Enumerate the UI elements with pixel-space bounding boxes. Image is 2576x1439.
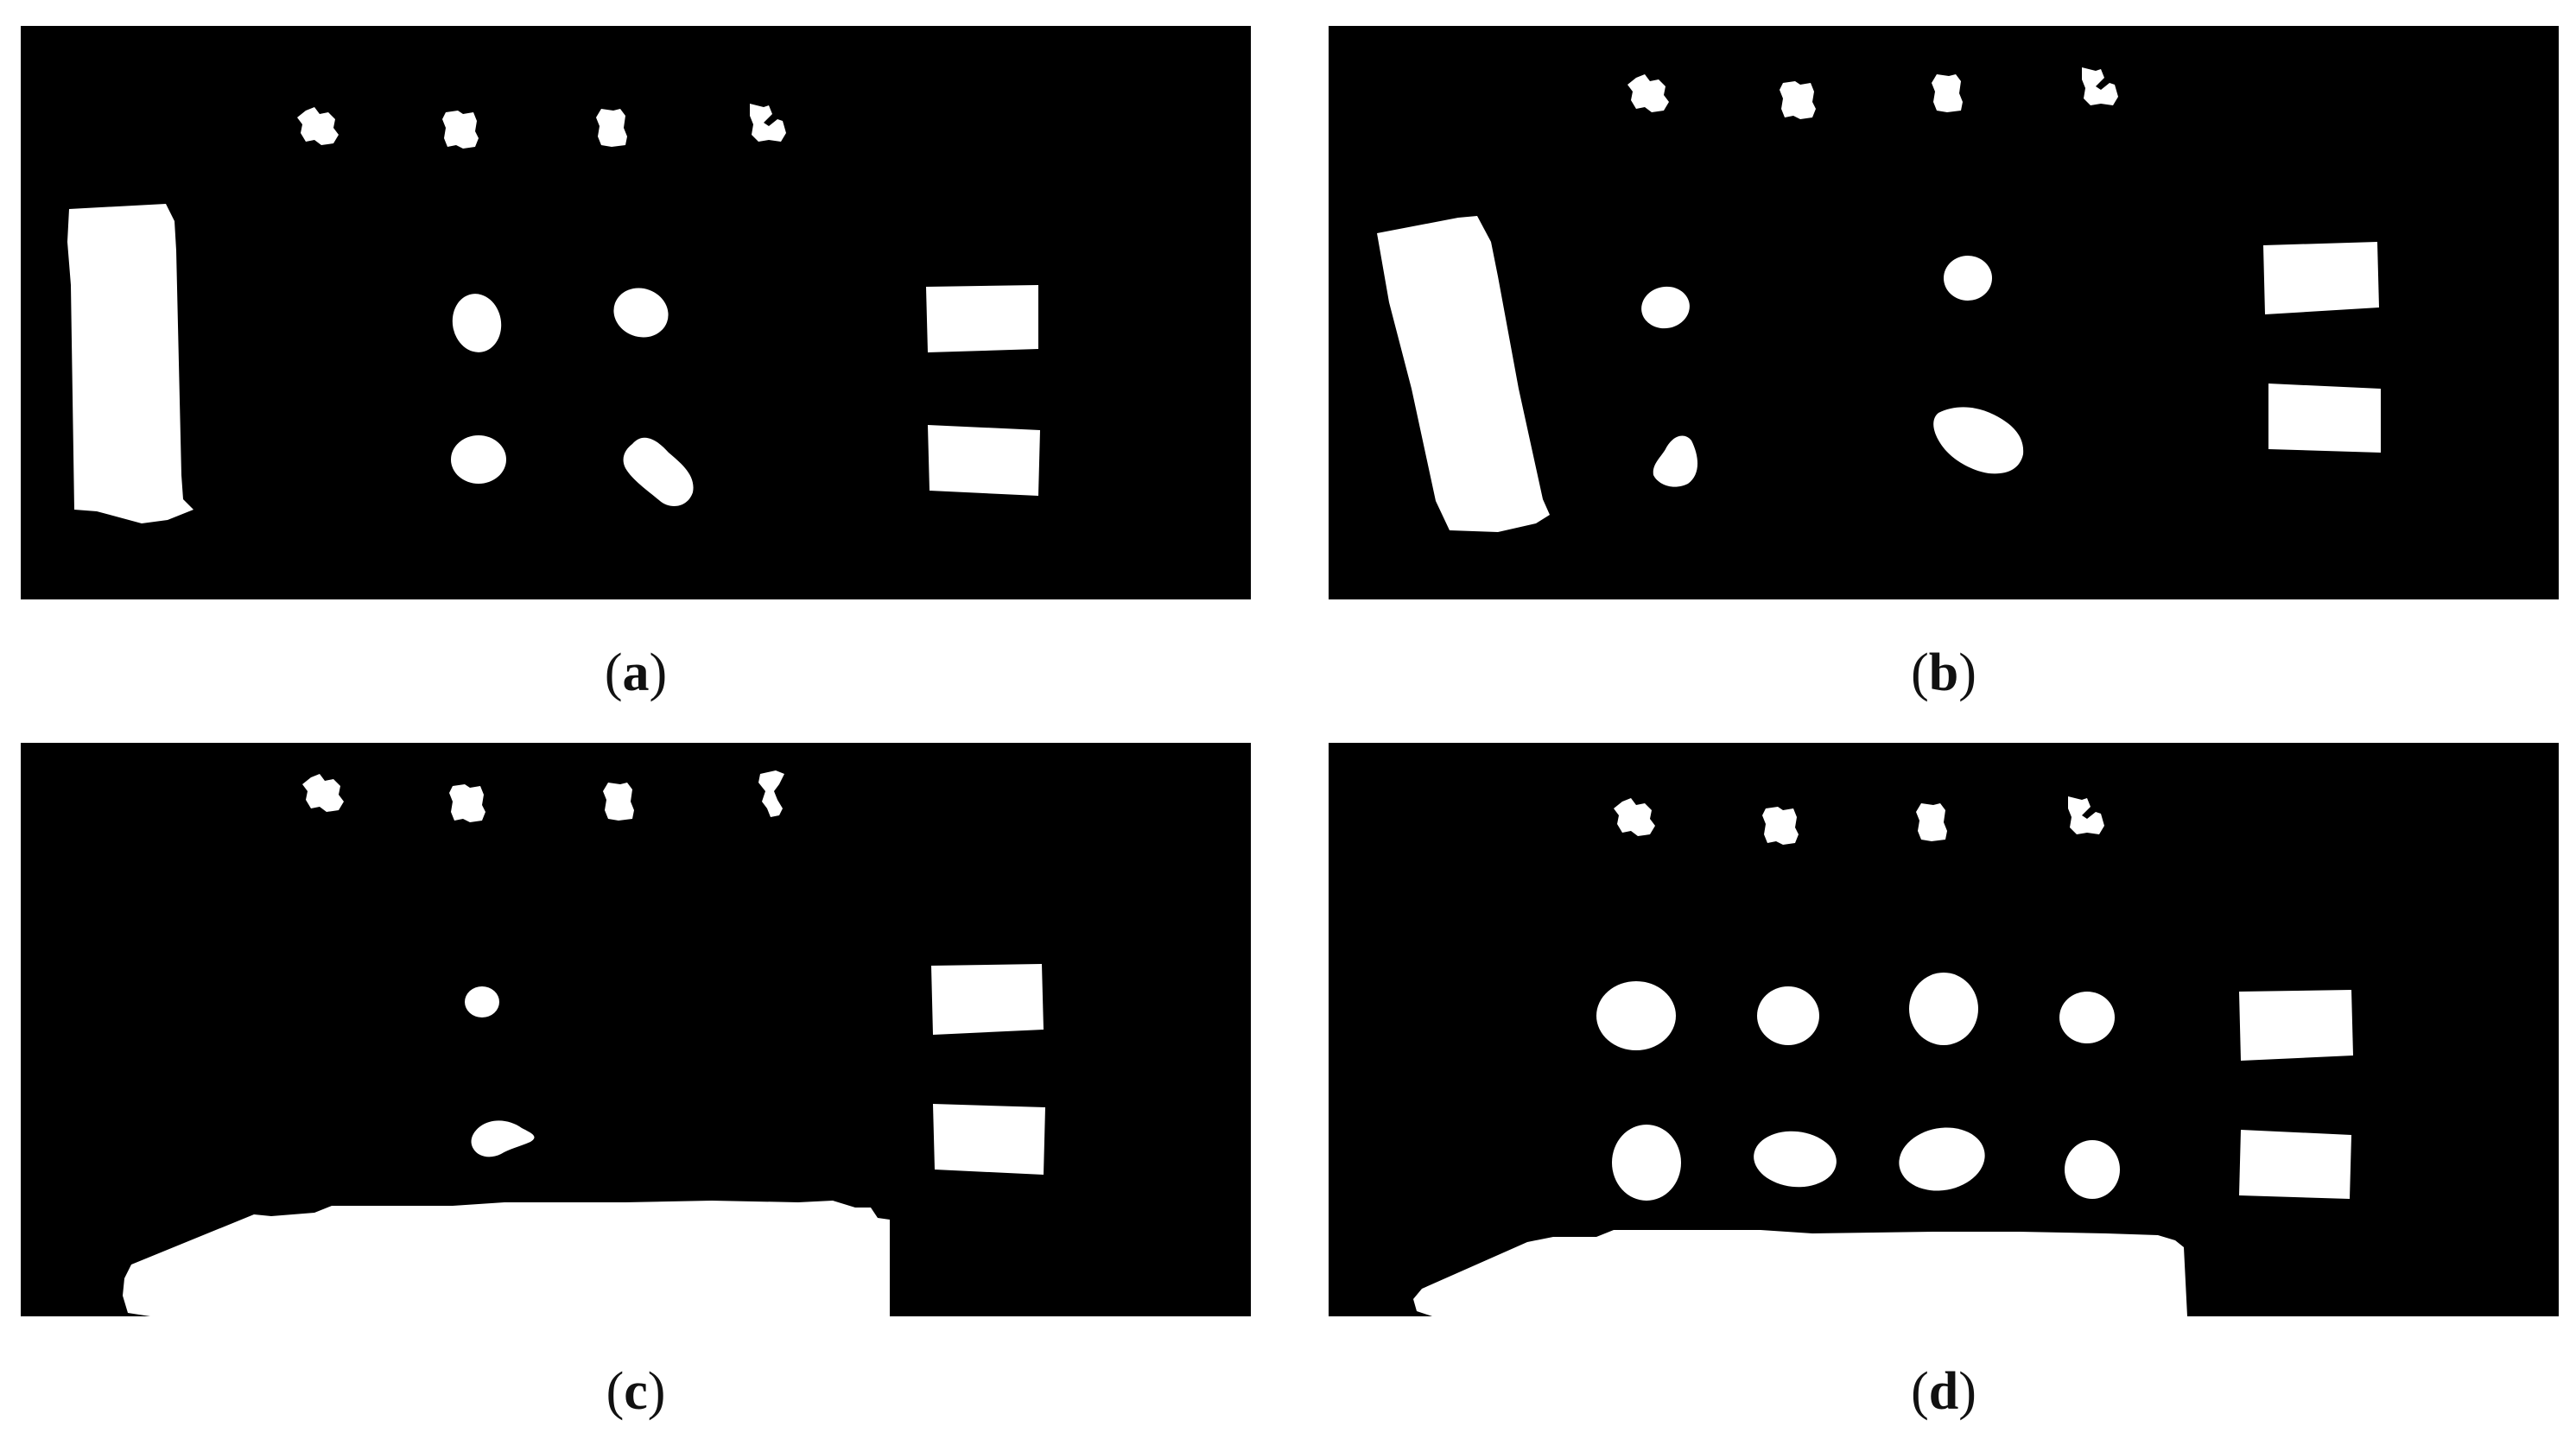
- marker-blob-3: [1916, 803, 1947, 841]
- marker-blob-3: [1932, 74, 1963, 112]
- droplet-4: [623, 437, 694, 506]
- rect-block-1: [931, 964, 1044, 1035]
- large-slab: [123, 1201, 890, 1316]
- droplet-5: [1612, 1125, 1681, 1201]
- caption-b-close: ): [1958, 643, 1976, 702]
- marker-blob-3: [596, 109, 627, 147]
- droplet-1: [452, 294, 502, 352]
- droplet-2: [471, 1120, 535, 1157]
- caption-b-open: (: [1911, 643, 1929, 702]
- droplet-2: [1757, 986, 1819, 1045]
- caption-b: (b): [1814, 646, 2073, 700]
- caption-c-letter: c: [624, 1362, 648, 1421]
- droplet-6: [1754, 1131, 1837, 1188]
- droplet-3: [451, 435, 506, 484]
- droplet-8: [2065, 1140, 2120, 1199]
- marker-blob-2: [1762, 807, 1799, 845]
- droplet-1: [1641, 286, 1690, 329]
- panel-c: [21, 743, 1251, 1316]
- caption-b-letter: b: [1928, 643, 1959, 702]
- droplet-1: [465, 986, 499, 1017]
- marker-blob-1: [1614, 798, 1655, 836]
- rect-block-1: [2239, 990, 2353, 1061]
- caption-c-open: (: [606, 1362, 625, 1421]
- rect-block-2: [2239, 1130, 2351, 1199]
- marker-blob-4: [2082, 67, 2118, 105]
- caption-d-open: (: [1911, 1362, 1929, 1421]
- rect-block-2: [928, 425, 1040, 496]
- panel-b-mask: [1377, 67, 2381, 532]
- rect-block-2: [933, 1104, 1045, 1175]
- panel-a: [21, 26, 1251, 599]
- tall-bar: [67, 204, 194, 523]
- caption-d-close: ): [1958, 1362, 1976, 1421]
- rect-block-1: [2263, 242, 2379, 314]
- droplet-4: [2059, 992, 2115, 1043]
- caption-a-close: ): [649, 643, 668, 702]
- marker-blob-2: [442, 111, 479, 149]
- panel-b: [1329, 26, 2559, 599]
- panel-d: [1329, 743, 2559, 1316]
- panel-d-mask: [1413, 796, 2353, 1316]
- marker-blob-1: [297, 107, 339, 145]
- rect-block-2: [2268, 384, 2381, 453]
- rect-block-1: [926, 285, 1038, 352]
- large-slab: [1413, 1230, 2187, 1316]
- caption-a: (a): [506, 646, 765, 700]
- marker-blob-4: [750, 104, 786, 142]
- panel-c-mask: [123, 770, 1045, 1316]
- droplet-4: [1933, 407, 2024, 474]
- caption-c-close: ): [647, 1362, 666, 1421]
- marker-blob-2: [1780, 81, 1816, 119]
- droplet-2: [1944, 256, 1992, 301]
- droplet-3: [1909, 973, 1978, 1045]
- caption-a-open: (: [604, 643, 623, 702]
- marker-blob-1: [1627, 74, 1669, 112]
- droplet-2: [613, 288, 669, 338]
- droplet-7: [1899, 1127, 1985, 1191]
- marker-blob-2: [449, 784, 485, 822]
- caption-c: (c): [506, 1365, 765, 1418]
- caption-a-letter: a: [622, 643, 650, 702]
- marker-blob-1: [302, 774, 344, 812]
- droplet-1: [1596, 981, 1676, 1050]
- marker-blob-4: [758, 770, 784, 817]
- droplet-3: [1653, 435, 1698, 487]
- caption-d: (d): [1814, 1365, 2073, 1418]
- caption-d-letter: d: [1928, 1362, 1959, 1421]
- marker-blob-4: [2068, 796, 2104, 834]
- marker-blob-3: [603, 783, 634, 821]
- panel-a-mask: [67, 104, 1040, 523]
- tilted-bar: [1377, 216, 1550, 532]
